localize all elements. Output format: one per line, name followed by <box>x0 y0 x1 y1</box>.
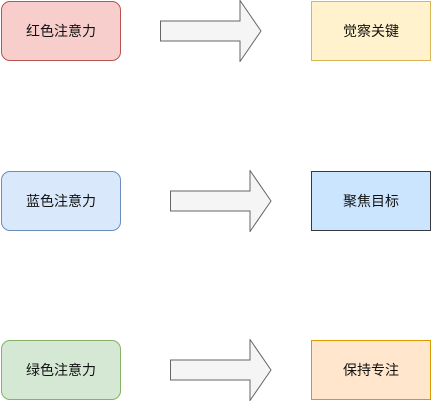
arrow-shape <box>160 0 262 62</box>
notice-key-box: 觉察关键 <box>311 1 431 61</box>
stay-focused-box: 保持专注 <box>311 340 431 400</box>
arrow-right-icon <box>170 170 274 232</box>
arrow-shape <box>170 170 272 232</box>
focus-target-box: 聚焦目标 <box>311 171 431 231</box>
stay-focused-label: 保持专注 <box>343 363 399 379</box>
red-attention-label: 红色注意力 <box>26 24 96 40</box>
blue-attention-label: 蓝色注意力 <box>26 194 96 210</box>
green-attention-label: 绿色注意力 <box>26 363 96 379</box>
arrow-shape <box>170 339 272 401</box>
focus-target-label: 聚焦目标 <box>343 194 399 210</box>
green-attention-box: 绿色注意力 <box>1 340 121 400</box>
arrow-right-icon <box>170 339 274 401</box>
arrow-right-icon <box>160 0 264 62</box>
notice-key-label: 觉察关键 <box>343 24 399 40</box>
red-attention-box: 红色注意力 <box>1 1 121 61</box>
blue-attention-box: 蓝色注意力 <box>1 171 121 231</box>
